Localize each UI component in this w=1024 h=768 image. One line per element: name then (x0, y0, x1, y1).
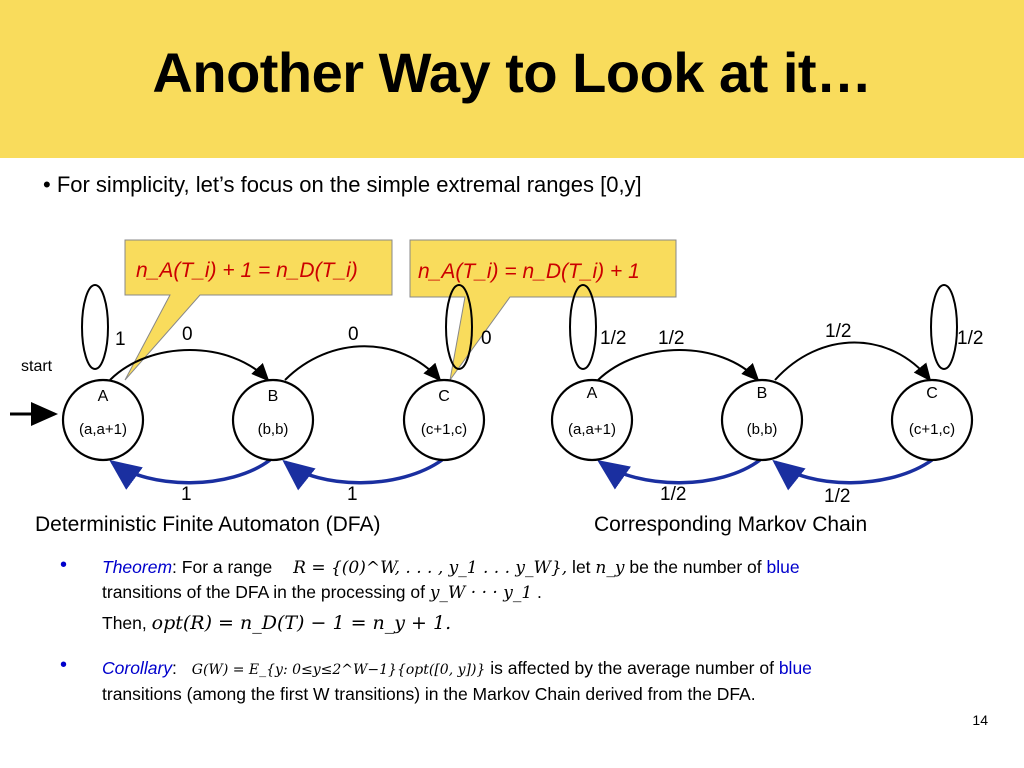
theorem-for-a-range: For a range (176, 557, 278, 577)
dfa-loop-a (81, 284, 109, 370)
theorem-seq-math: y_W · · · y_1 (429, 583, 533, 603)
dfa-state-a-label: (a,a+1) (79, 421, 127, 438)
dfa-loop-c-label: 0 (481, 328, 492, 349)
markov-loop-a-label: 1/2 (600, 328, 626, 349)
corollary-bullet: • (60, 654, 68, 676)
intro-bullet: • For simplicity, let’s focus on the sim… (43, 172, 642, 197)
markov-loop-c-label: 1/2 (957, 328, 983, 349)
callout-a: n_A(T_i) + 1 = n_D(T_i) (124, 239, 393, 381)
corollary-line-2: transitions (among the first W transitio… (102, 684, 756, 704)
corollary-line-1: Corollary: G(W) = E_{y: 0≤y≤2^W−1}{opt([… (102, 656, 982, 682)
dfa-state-a (61, 378, 145, 462)
theorem-period: . (532, 582, 542, 602)
theorem-bullet: • (60, 554, 68, 576)
dfa-loop-c (445, 284, 473, 370)
callout-c: n_A(T_i) = n_D(T_i) + 1 (409, 239, 677, 381)
dfa-edge-ba (109, 458, 272, 490)
corollary-colon: : (172, 658, 177, 678)
theorem-block: Theorem: For a range R = {(0)^W, . . . ,… (102, 555, 982, 635)
dfa-diagram: start 1 0 0 0 1 1 A (a,a+1) B (b,b) C (c… (10, 284, 492, 505)
markov-edge-ba (597, 458, 762, 490)
markov-edge-bc (774, 341, 932, 382)
markov-state-a-label: (a,a+1) (568, 421, 616, 438)
dfa-edge-ba-label: 1 (181, 484, 192, 505)
dfa-state-b (231, 378, 315, 462)
theorem-let: let (567, 557, 596, 577)
start-label: start (21, 358, 53, 375)
dfa-state-c-name: C (438, 388, 450, 405)
markov-state-a-name: A (587, 385, 598, 402)
page-number: 14 (972, 712, 988, 728)
markov-state-c-label: (c+1,c) (909, 421, 955, 438)
slide-title: Another Way to Look at it… (152, 41, 872, 104)
corollary-block: Corollary: G(W) = E_{y: 0≤y≤2^W−1}{opt([… (102, 656, 982, 706)
dfa-edge-ab-label: 0 (182, 324, 193, 345)
automata-diagram: n_A(T_i) + 1 = n_D(T_i) n_A(T_i) = n_D(T… (10, 239, 983, 507)
theorem-blue-word: blue (766, 557, 800, 577)
theorem-colon: : (172, 557, 177, 577)
title-banner (0, 0, 1024, 158)
callout-a-text: n_A(T_i) + 1 = n_D(T_i) (136, 259, 358, 282)
corollary-text-a: is affected by the average number of (485, 658, 779, 678)
dfa-edge-bc (284, 345, 442, 382)
dfa-loop-a-label: 1 (115, 329, 126, 350)
theorem-range-math: R = {(0)^W, . . . , y_1 . . . y_W}, (293, 558, 568, 578)
dfa-state-b-name: B (268, 388, 279, 405)
dfa-edge-ab (109, 349, 270, 382)
dfa-caption: Deterministic Finite Automaton (DFA) (35, 513, 381, 536)
theorem-line-1: Theorem: For a range R = {(0)^W, . . . ,… (102, 555, 982, 580)
dfa-state-a-name: A (98, 388, 109, 405)
markov-diagram: 1/2 1/2 1/2 1/2 1/2 1/2 A (a,a+1) B (b,b… (550, 284, 983, 507)
dfa-state-b-label: (b,b) (258, 421, 289, 438)
markov-state-a (550, 378, 634, 462)
corollary-blue-word: blue (778, 658, 812, 678)
markov-edge-ba-label: 1/2 (660, 484, 686, 505)
theorem-label: Theorem (102, 557, 173, 577)
markov-loop-c (930, 284, 958, 370)
theorem-be-number-of: be the number of (624, 557, 767, 577)
markov-caption: Corresponding Markov Chain (594, 513, 868, 536)
markov-edge-cb (772, 458, 934, 491)
markov-state-b-label: (b,b) (747, 421, 778, 438)
theorem-line-2-text: transitions of the DFA in the processing… (102, 582, 430, 602)
dfa-state-c (402, 378, 486, 462)
markov-edge-bc-label: 1/2 (825, 321, 851, 342)
callout-c-text: n_A(T_i) = n_D(T_i) + 1 (418, 260, 640, 283)
theorem-then-math: opt(R) = n_D(T) − 1 = n_y + 1. (151, 612, 452, 634)
markov-loop-a (569, 284, 597, 370)
markov-state-b-name: B (757, 385, 768, 402)
dfa-edge-cb (282, 458, 444, 491)
theorem-then: Then, (102, 613, 152, 633)
dfa-edge-cb-label: 1 (347, 484, 358, 505)
corollary-math: G(W) = E_{y: 0≤y≤2^W−1}{opt([0, y])} (191, 662, 486, 678)
markov-edge-ab (597, 349, 760, 382)
markov-edge-cb-label: 1/2 (824, 486, 850, 507)
theorem-ny: n_y (595, 558, 625, 578)
dfa-state-c-label: (c+1,c) (421, 421, 467, 438)
corollary-label: Corollary (102, 658, 173, 678)
theorem-line-2: transitions of the DFA in the processing… (102, 580, 982, 605)
theorem-line-3: Then, opt(R) = n_D(T) − 1 = n_y + 1. (102, 611, 982, 635)
dfa-edge-bc-label: 0 (348, 324, 359, 345)
markov-edge-ab-label: 1/2 (658, 328, 684, 349)
markov-state-c (890, 378, 974, 462)
markov-state-b (720, 378, 804, 462)
markov-state-c-name: C (926, 385, 938, 402)
